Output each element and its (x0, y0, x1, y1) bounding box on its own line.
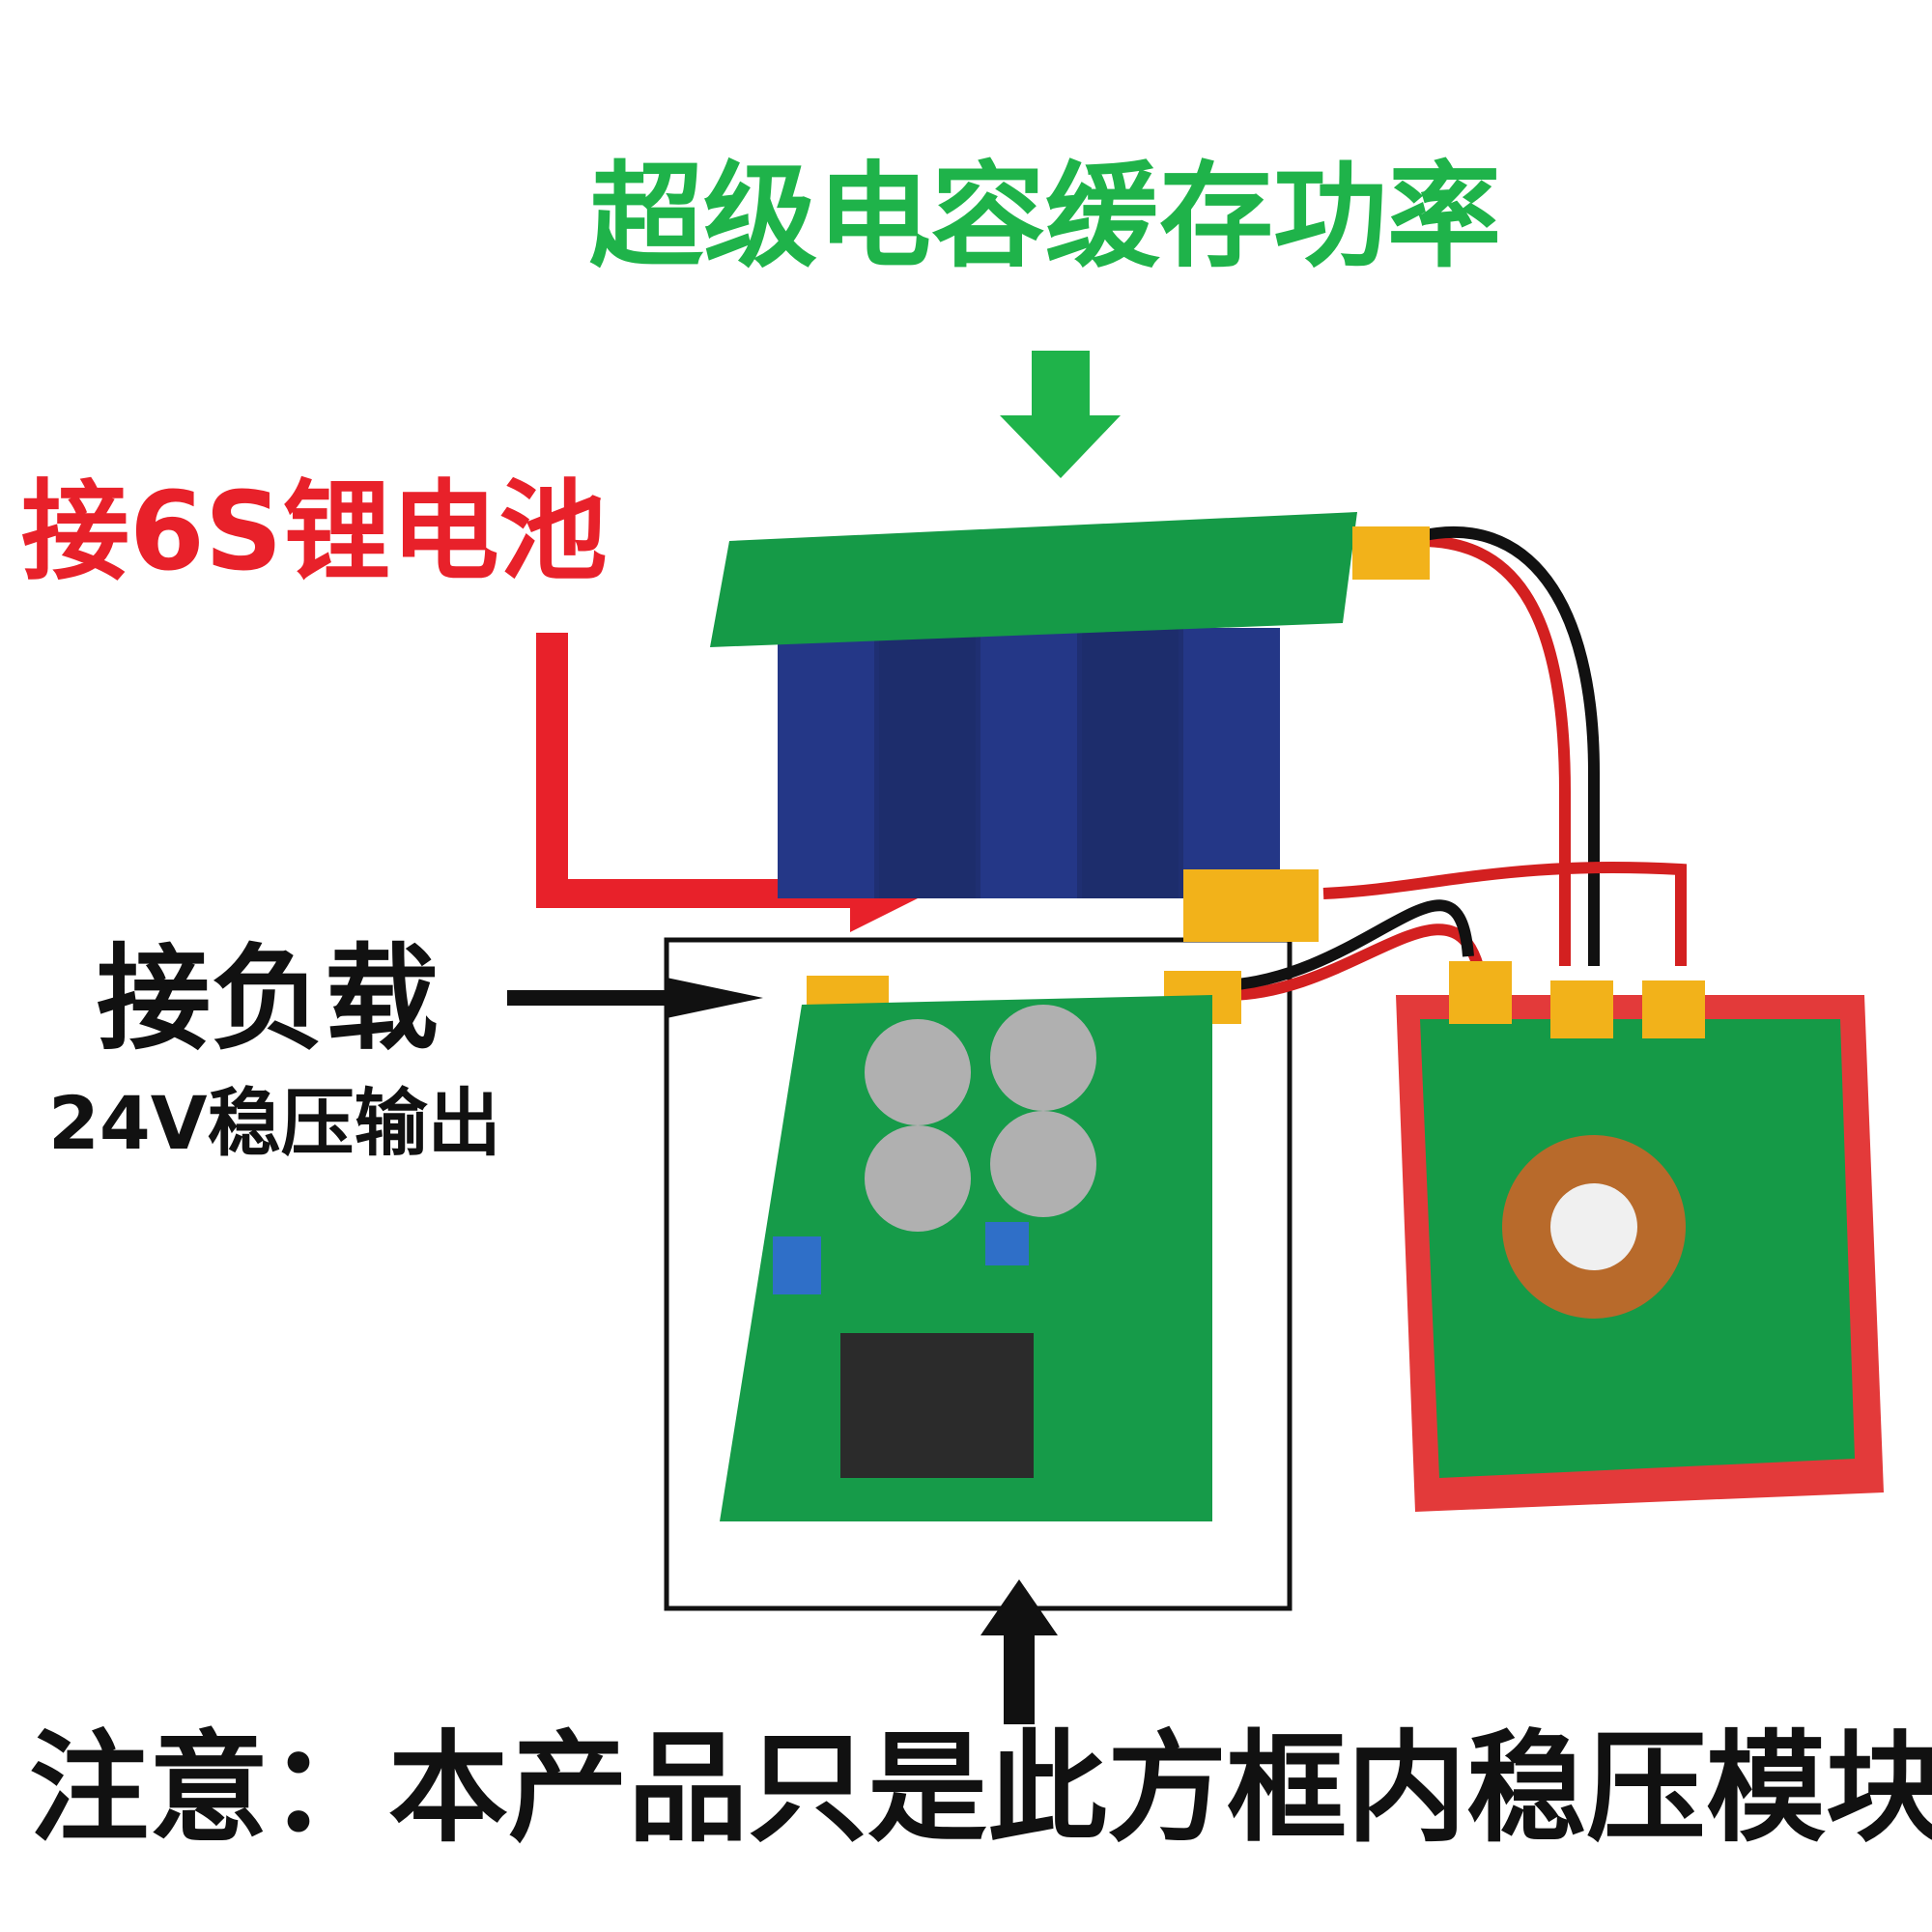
bottom-note: 注意：本产品只是此方框内稳压模块 (29, 1719, 1932, 1859)
arrow-down-icon (1000, 351, 1121, 478)
arrow-up-icon (980, 1579, 1058, 1724)
load-label: 接负载 (97, 932, 440, 1065)
regulator-module (720, 995, 1212, 1521)
battery-label: 接6S锂电池 (21, 469, 608, 595)
arrow-right-icon (507, 978, 763, 1018)
power-management-board (1396, 961, 1884, 1512)
top-title: 超级电容缓存功率 (589, 150, 1502, 283)
supercapacitor-bank (710, 512, 1357, 898)
output-label: 24V稳压输出 (48, 1080, 501, 1166)
product-frame (664, 937, 1293, 1611)
